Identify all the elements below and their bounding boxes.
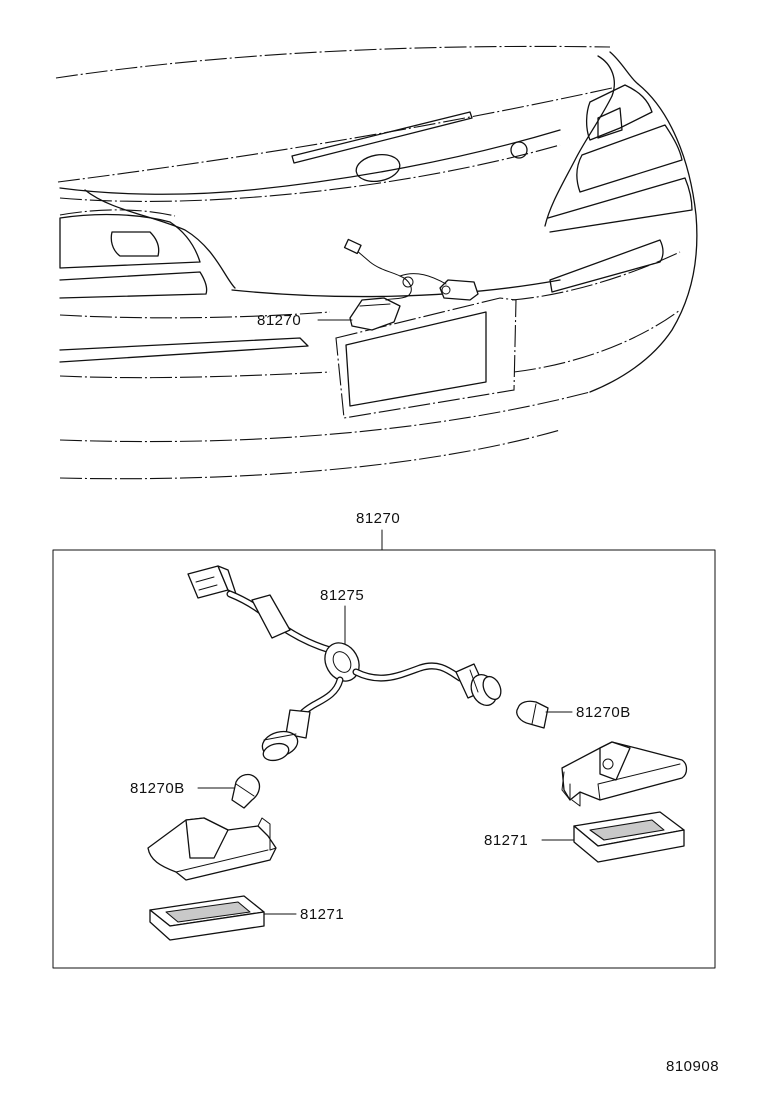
callout-assembly: 81270 (356, 510, 401, 527)
trunk-lid-line (57, 87, 613, 183)
left-lamp-top (59, 209, 176, 217)
bulb-right (516, 700, 549, 729)
right-roof-edge (609, 51, 639, 85)
callout-lens-left: 81271 (300, 906, 345, 923)
assembly-frame (52, 549, 716, 969)
left-lamp-bottom (59, 271, 208, 299)
left-socket (261, 709, 311, 762)
housing-right (561, 741, 688, 807)
lower-bumper-line-2 (513, 309, 681, 373)
key-cylinder (510, 141, 528, 159)
bumper-top-line (231, 279, 561, 298)
wire-harness (187, 565, 502, 762)
harness-tube (251, 594, 291, 639)
car-rear-view (55, 45, 698, 480)
right-body-edge (544, 55, 615, 227)
license-plate-recess (335, 297, 517, 419)
license-plate-area (345, 311, 487, 407)
rear-window-line (55, 45, 611, 79)
lower-bumper-line-1 (59, 371, 331, 379)
callout-bulb-right: 81270B (576, 704, 631, 721)
callout-harness: 81275 (320, 587, 365, 604)
left-tail-lamp-outline (59, 213, 201, 269)
figure-number: 810908 (666, 1058, 720, 1075)
right-lamp-bottom (547, 177, 693, 233)
callout-lens-right: 81271 (484, 832, 529, 849)
housing-left (147, 817, 277, 881)
license-lamp-on-car (343, 238, 479, 331)
high-mount-stop-lamp (291, 111, 473, 164)
left-trunk-curve (84, 189, 236, 289)
right-socket (455, 663, 502, 707)
rear-emblem (355, 153, 401, 183)
right-tail-lamp-lens (597, 107, 623, 139)
bulb-left (231, 773, 261, 809)
valance-line (59, 429, 561, 480)
callout-car-lamp: 81270 (257, 312, 302, 329)
lens-right (573, 811, 685, 863)
callout-bulb-left: 81270B (130, 780, 185, 797)
left-reflector (59, 337, 309, 363)
right-bumper-outline (589, 83, 698, 393)
bumper-bottom-line (59, 391, 591, 443)
trunk-edge-2 (59, 144, 561, 202)
harness-grommet (324, 642, 360, 682)
right-tail-lamp-lower (576, 124, 683, 193)
right-reflector (549, 239, 664, 293)
right-tail-lamp-outline (585, 84, 653, 141)
lens-left (149, 895, 265, 941)
trunk-edge (59, 129, 561, 195)
bumper-line-right (511, 251, 681, 301)
bumper-line-left (59, 311, 331, 319)
left-tail-lamp-lens (110, 231, 160, 257)
